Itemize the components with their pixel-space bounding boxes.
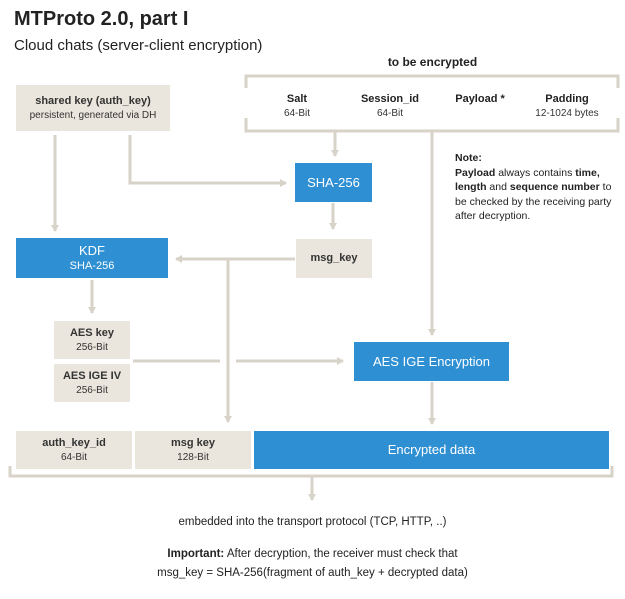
to-be-encrypted-label: to be encrypted [387,55,478,69]
msg-key-label: msg_key [310,252,358,264]
salt-label: Salt [286,93,308,105]
shared-key-subtitle: persistent, generated via DH [29,109,157,121]
note-payload: Payload [455,166,496,179]
page-subtitle: Cloud chats (server-client encryption) [14,37,263,54]
salt-size: 64-Bit [283,108,311,119]
note-text-2: and [486,181,510,194]
note-text: Note: Payload always contains time, leng… [455,151,620,224]
msg-key-box: msg_key [296,239,372,278]
salt-column: Salt 64-Bit [262,92,332,121]
auth-key-id-box: auth_key_id 64-Bit [16,431,132,469]
aes-iv-title: AES IGE IV [62,369,122,382]
session-id-column: Session_id 64-Bit [352,92,428,121]
kdf-title: KDF [79,243,105,258]
transport-text: embedded into the transport protocol (TC… [178,516,447,528]
aes-key-subtitle: 256-Bit [76,341,108,353]
session-id-label: Session_id [360,93,420,105]
note-text-3: to be checked by the receiving party aft… [455,181,612,223]
important-text: Important: After decryption, the receive… [0,545,625,583]
auth-key-id-subtitle: 64-Bit [60,451,88,463]
important-label: Important: [167,548,225,560]
aes-iv-box: AES IGE IV 256-Bit [54,364,130,402]
note-length: length [455,181,487,194]
sha256-label: SHA-256 [307,174,360,190]
note-time: time, [575,166,600,179]
padding-column: Padding 12-1024 bytes [524,92,610,121]
important-line1: After decryption, the receiver must chec… [224,548,458,560]
kdf-box: KDF SHA-256 [16,238,168,278]
shared-key-title: shared key (auth_key) [35,94,151,107]
encrypted-data-label: Encrypted data [387,442,476,457]
aes-ige-encryption-label: AES IGE Encryption [372,353,491,369]
important-line2: msg_key = SHA-256(fragment of auth_key +… [157,567,468,579]
padding-label: Padding [545,93,589,105]
note-text-1: always contains [495,166,576,179]
aes-iv-subtitle: 256-Bit [76,384,108,396]
aes-key-box: AES key 256-Bit [54,321,130,359]
kdf-subtitle: SHA-256 [69,260,115,272]
auth-key-id-title: auth_key_id [42,436,106,449]
aes-key-title: AES key [69,326,115,339]
aes-ige-encryption-box: AES IGE Encryption [354,342,509,381]
bottom-msg-key-subtitle: 128-Bit [177,451,209,463]
payload-label: Payload * [455,93,505,105]
bottom-msg-key-box: msg key 128-Bit [135,431,251,469]
page-title: MTProto 2.0, part I [14,8,189,30]
arrow-sharedkey-to-sha [128,135,287,187]
note-heading: Note: [455,152,482,164]
note-seq: sequence number [509,181,600,194]
padding-size: 12-1024 bytes [535,108,599,119]
session-id-size: 64-Bit [376,108,404,119]
encrypted-bracket-top [244,74,620,88]
encrypted-data-box: Encrypted data [254,431,609,469]
shared-key-box: shared key (auth_key) persistent, genera… [16,85,170,131]
payload-column: Payload * [444,92,516,107]
bottom-msg-key-title: msg key [170,436,216,449]
sha256-box: SHA-256 [295,163,372,202]
